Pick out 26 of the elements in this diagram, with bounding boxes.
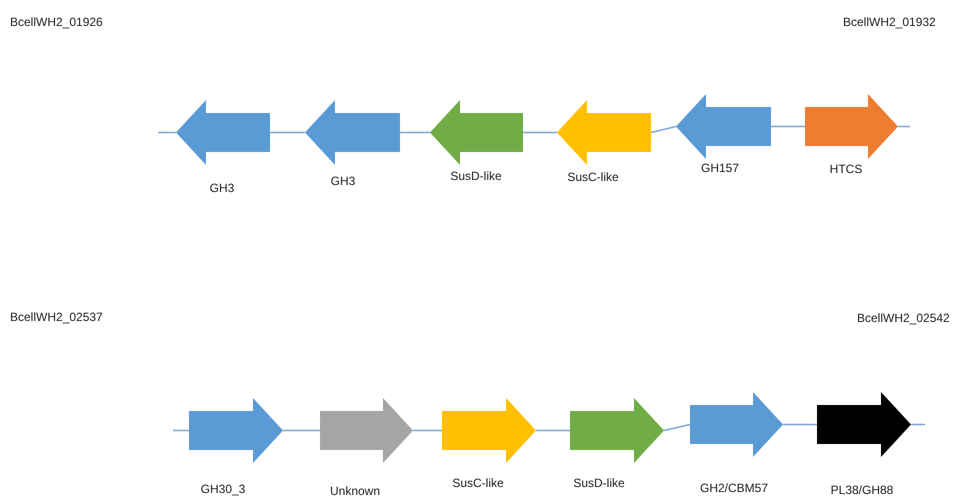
backbone-line bbox=[783, 424, 817, 426]
backbone-line bbox=[413, 430, 442, 432]
backbone-line bbox=[283, 430, 320, 432]
gene-label: SusD-like bbox=[573, 476, 625, 490]
gene-label: GH3 bbox=[330, 174, 356, 188]
locus-tag: BcellWH2_02537 bbox=[10, 310, 103, 324]
backbone-line bbox=[664, 424, 690, 432]
backbone-line bbox=[270, 132, 305, 134]
gene-label: GH157 bbox=[700, 161, 740, 175]
gene-label: PL38/GH88 bbox=[830, 483, 894, 497]
locus-tag: BcellWH2_01932 bbox=[843, 15, 936, 29]
backbone-line bbox=[400, 132, 430, 134]
gene-label: Unknown bbox=[330, 484, 380, 498]
gene-label: GH2/CBM57 bbox=[700, 481, 768, 495]
gene-label: GH3 bbox=[210, 181, 234, 195]
locus-tag: BcellWH2_01926 bbox=[10, 15, 103, 29]
locus-tag: BcellWH2_02542 bbox=[857, 311, 950, 325]
gene-label: HTCS bbox=[830, 162, 862, 176]
gene-label: SusC-like bbox=[452, 476, 504, 490]
gene-label: SusD-like bbox=[450, 169, 502, 183]
gene-label: SusC-like bbox=[567, 170, 619, 184]
backbone-line bbox=[536, 430, 570, 432]
backbone-line bbox=[650, 126, 676, 134]
gene-label: GH30_3 bbox=[200, 482, 246, 496]
backbone-line bbox=[523, 132, 557, 134]
backbone-line bbox=[771, 126, 805, 128]
